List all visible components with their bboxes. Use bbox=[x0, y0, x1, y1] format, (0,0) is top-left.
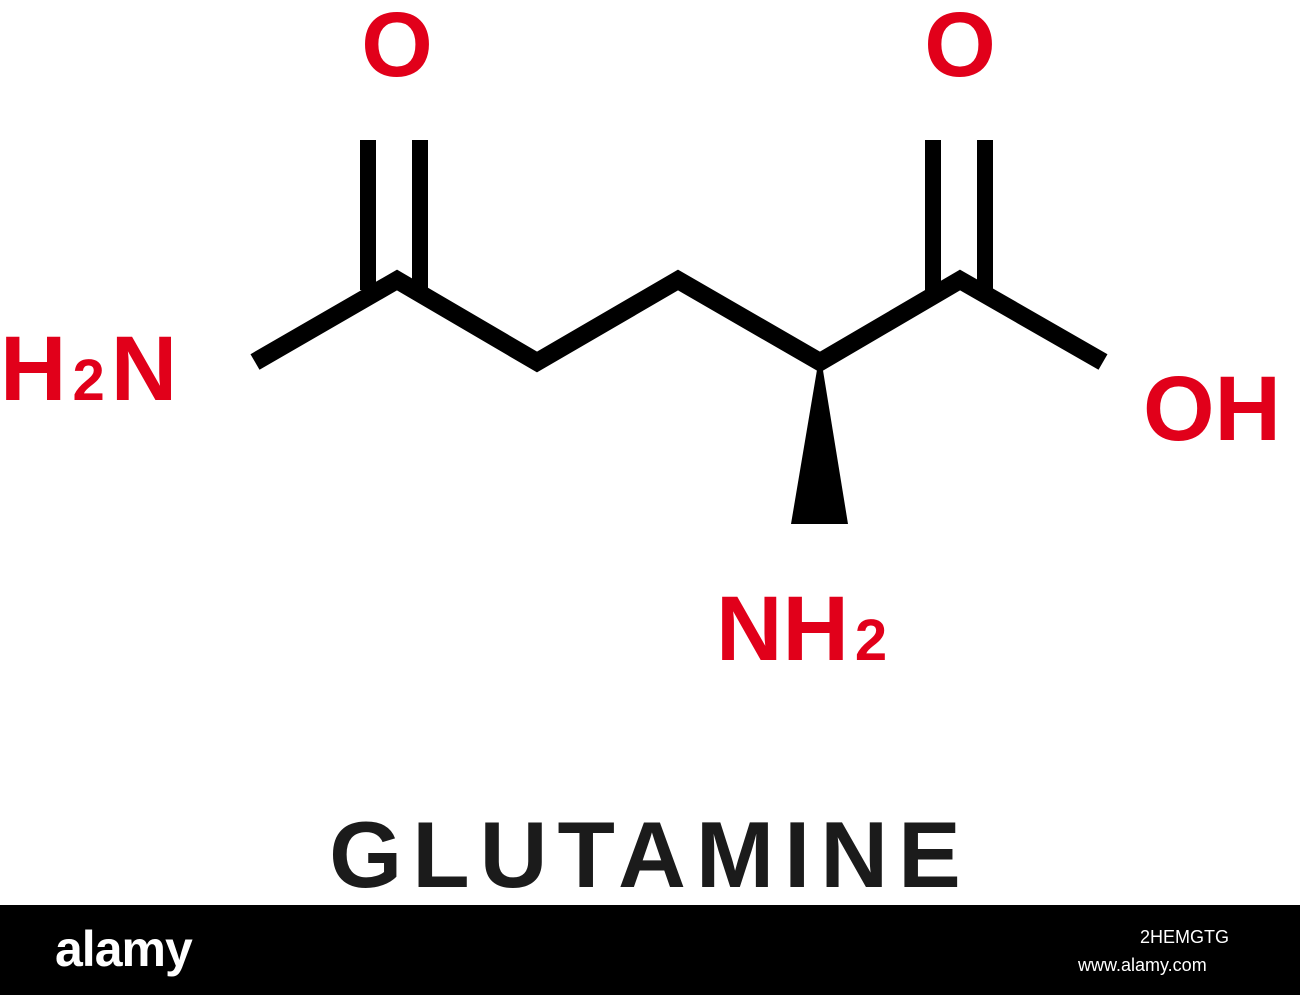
amino-subscript: 2 bbox=[855, 608, 887, 673]
molecule-name-caption: GLUTAMINE bbox=[329, 802, 971, 907]
carbon-chain-bonds bbox=[250, 269, 1108, 373]
wedge-bond bbox=[791, 352, 848, 524]
acid-oxygen-label: O bbox=[924, 0, 996, 96]
amide-oxygen-label: O bbox=[361, 0, 433, 96]
image-id-code: 2HEMGTG bbox=[1140, 927, 1230, 947]
stock-logo-wordmark: alamy bbox=[55, 921, 193, 977]
amide-nitrogen-suffix: N bbox=[111, 318, 177, 420]
amide-nitrogen-prefix: H bbox=[0, 318, 66, 420]
source-url: www.alamy.com bbox=[1078, 955, 1207, 975]
watermark-footer: alamy 2HEMGTG www.alamy.com bbox=[0, 905, 1300, 995]
hydroxyl-label: OH bbox=[1143, 358, 1281, 460]
amide-nitrogen-subscript: 2 bbox=[72, 348, 104, 413]
amino-prefix: NH bbox=[716, 578, 849, 680]
